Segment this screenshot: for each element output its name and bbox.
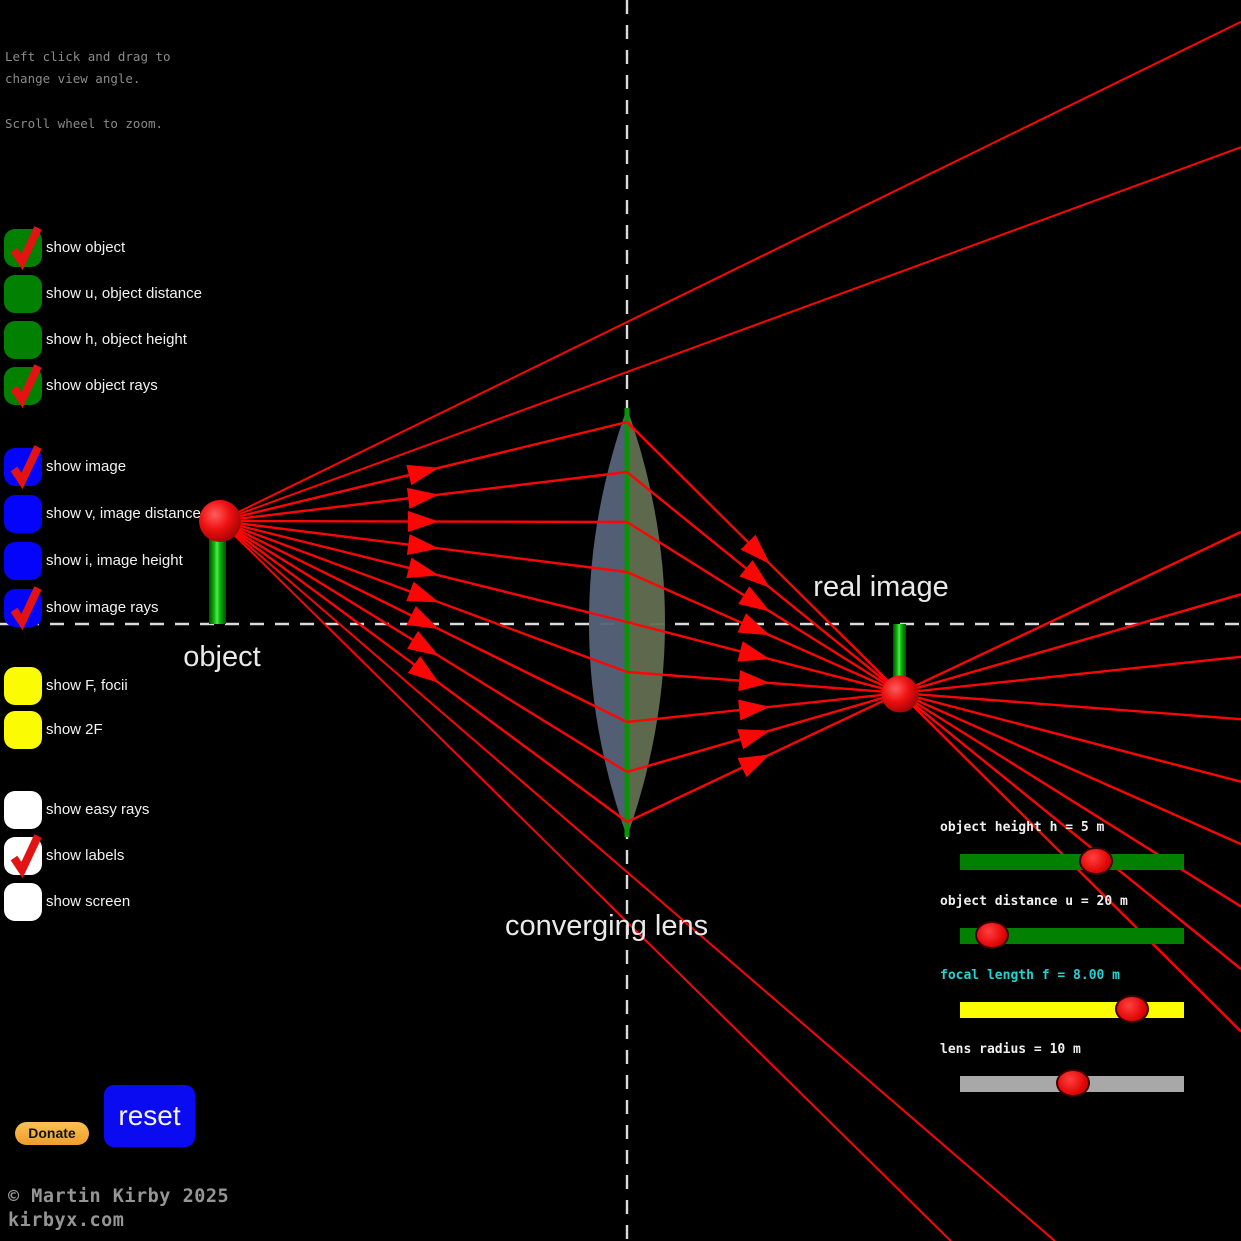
zoom-instructions: Scroll wheel to zoom. (5, 116, 164, 131)
slider-thumb[interactable] (1078, 847, 1113, 875)
red-check-icon (10, 445, 42, 490)
slider-track[interactable] (960, 854, 1184, 870)
red-check-icon (10, 364, 42, 409)
checkbox-label: show image rays (46, 599, 159, 616)
checkbox-box[interactable] (4, 667, 42, 705)
slider-track[interactable] (960, 928, 1184, 944)
slider-lens-radius: lens radius = 10 m (940, 1042, 1210, 1112)
slider-value-label: lens radius = 10 m (940, 1042, 1081, 1057)
checkbox-box[interactable] (4, 711, 42, 749)
checkbox-label: show 2F (46, 721, 103, 738)
converging-lens-label: converging lens (505, 910, 709, 942)
checkbox-label: show v, image distance (46, 505, 201, 522)
checkbox-label: show u, object distance (46, 285, 202, 302)
slider-track[interactable] (960, 1002, 1184, 1018)
slider-object-distance-u: object distance u = 20 m (940, 894, 1210, 964)
slider-value-label: object distance u = 20 m (940, 894, 1128, 909)
checkbox-label: show labels (46, 847, 125, 864)
checkbox-box[interactable] (4, 364, 42, 409)
checkbox-box[interactable] (4, 445, 42, 490)
slider-focal-length-f: focal length f = 8.00 m (940, 968, 1210, 1038)
reset-button[interactable]: reset (104, 1085, 195, 1147)
checkbox-box[interactable] (4, 791, 42, 829)
checkbox-box[interactable] (4, 883, 42, 921)
copyright-footer: © Martin Kirby 2025 kirbyx.com (8, 1186, 230, 1231)
slider-value-label: focal length f = 8.00 m (940, 968, 1121, 983)
checkbox-box[interactable] (4, 834, 42, 879)
object-and-image (199, 500, 919, 713)
object-label: object (183, 641, 261, 673)
donate-button[interactable]: Donate (15, 1122, 89, 1145)
slider-thumb[interactable] (1055, 1069, 1090, 1097)
red-check-icon (10, 586, 42, 631)
checkbox-box[interactable] (4, 321, 42, 359)
checkbox-box[interactable] (4, 275, 42, 313)
slider-value-label: object height h = 5 m (940, 820, 1105, 835)
checkbox-box[interactable] (4, 542, 42, 580)
slider-object-height-h: object height h = 5 m (940, 820, 1210, 890)
real-image-label: real image (813, 571, 949, 603)
red-check-icon (10, 226, 42, 271)
view-instructions: Left click and drag to change view angle… (5, 49, 171, 86)
checkbox-box[interactable] (4, 495, 42, 533)
checkbox-label: show i, image height (46, 552, 183, 569)
slider-thumb[interactable] (1115, 995, 1150, 1023)
checkbox-box[interactable] (4, 226, 42, 271)
red-check-icon (10, 834, 42, 879)
checkbox-label: show h, object height (46, 331, 187, 348)
checkbox-label: show object (46, 239, 126, 256)
slider-thumb[interactable] (975, 921, 1010, 949)
checkbox-label: show image (46, 458, 127, 475)
checkbox-label: show screen (46, 893, 131, 910)
checkbox-box[interactable] (4, 586, 42, 631)
checkbox-label: show F, focii (46, 677, 128, 694)
light-rays (219, 20, 1241, 1241)
checkbox-label: show object rays (46, 377, 158, 394)
checkbox-label: show easy rays (46, 801, 150, 818)
